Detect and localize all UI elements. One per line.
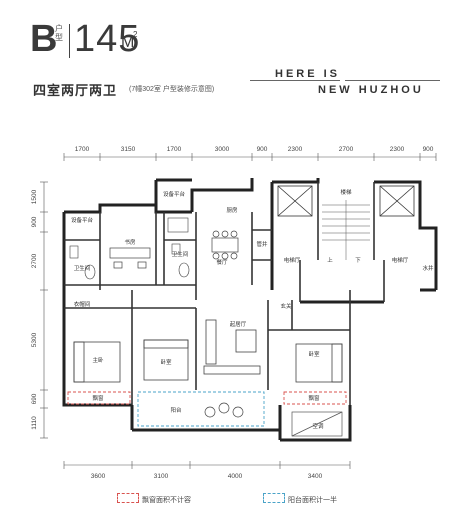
- living-sofa: [203, 319, 261, 375]
- dim-top-6: 2300: [288, 146, 303, 153]
- bed-right: [295, 343, 343, 383]
- label-kitchen: 厨房: [226, 206, 238, 214]
- label-stairwell: 楼梯: [340, 188, 352, 196]
- study-desk: [109, 247, 151, 269]
- brand-line-1: HERE IS: [275, 68, 341, 80]
- unit-type-letter: B: [30, 18, 57, 60]
- brand-rule-left: [250, 80, 340, 81]
- bay-window-right: [283, 391, 347, 405]
- label-ac-unit: 空调: [312, 422, 324, 430]
- stairwell-steps: [322, 200, 370, 260]
- label-down: 下: [355, 257, 361, 264]
- left-dimension-line: [40, 181, 48, 439]
- header-divider: [69, 24, 70, 58]
- interior-walls: [64, 182, 385, 405]
- label-bay-right: 飘窗: [308, 394, 320, 402]
- dim-top-3: 1700: [167, 146, 182, 153]
- dim-left-3: 2700: [31, 253, 38, 268]
- label-bath-left: 卫生间: [74, 264, 91, 272]
- label-shaft-right: 水井: [422, 264, 434, 272]
- label-bath-center: 卫生间: [172, 250, 189, 258]
- brand-line-2: NEW HUZHOU: [318, 84, 424, 96]
- dim-left-2: 900: [31, 216, 38, 227]
- dim-top-1: 1700: [75, 146, 90, 153]
- bay-window-left: [67, 391, 131, 405]
- label-bay-left: 飘窗: [92, 394, 104, 402]
- dining-table: [211, 230, 239, 260]
- unit-type-label: 户型: [55, 24, 63, 42]
- elevator-left: [277, 185, 313, 217]
- top-dimension-line: [63, 153, 437, 161]
- legend-balcony-text: 阳台面积计一半: [288, 497, 337, 504]
- dim-bottom-3: 4000: [228, 473, 243, 480]
- label-master-bedroom: 主卧: [92, 356, 104, 364]
- dim-top-2: 3150: [121, 146, 136, 153]
- label-wardrobe: 衣帽间: [74, 300, 91, 308]
- brand-rule-right: [345, 80, 440, 81]
- bottom-dimension-line: [63, 461, 351, 469]
- dim-top-4: 3000: [215, 146, 230, 153]
- layout-note: (7幢302室 户型装修示意图): [129, 86, 215, 93]
- area-unit-superscript: 2: [133, 30, 138, 39]
- bed-middle: [143, 339, 189, 381]
- legend-balcony-swatch: [263, 493, 285, 503]
- dim-left-4: 5300: [31, 332, 38, 347]
- dim-left-6: 1110: [31, 416, 38, 430]
- label-bedroom-mid: 卧室: [160, 358, 172, 366]
- label-equipment-platform-left: 设备平台: [71, 216, 94, 224]
- area-unit: M: [121, 34, 135, 51]
- balcony-region: [137, 391, 265, 427]
- dim-bottom-4: 3400: [308, 473, 323, 480]
- elevator-right: [379, 185, 415, 217]
- master-bed: [73, 341, 121, 383]
- ac-platform: [291, 411, 343, 437]
- label-up: 上: [327, 256, 333, 264]
- layout-subtitle: 四室两厅两卫: [33, 83, 118, 98]
- area-number: 145: [74, 18, 141, 60]
- label-balcony: 阳台: [170, 406, 182, 414]
- walls: [62, 178, 438, 442]
- legend-bay-swatch: [117, 493, 139, 503]
- dim-top-7: 2700: [339, 146, 354, 153]
- label-bedroom-right: 卧室: [308, 350, 320, 358]
- label-elevator-hall-left: 电梯厅: [284, 256, 301, 264]
- dim-top-5: 900: [257, 146, 268, 153]
- legend-bay-text: 飘窗面积不计容: [142, 497, 191, 504]
- label-living: 起居厅: [230, 321, 247, 328]
- dim-bottom-1: 3600: [91, 473, 106, 480]
- label-dining: 餐厅: [216, 258, 228, 266]
- label-elevator-hall-right: 电梯厅: [392, 256, 409, 264]
- label-equipment-platform-top: 设备平台: [163, 190, 186, 198]
- dim-left-1: 1500: [31, 189, 38, 204]
- label-shaft-left: 管井: [256, 240, 268, 248]
- bath-fixtures: [69, 217, 190, 280]
- dim-top-9: 900: [423, 146, 434, 153]
- dim-bottom-2: 3100: [154, 473, 169, 480]
- balcony-chairs: [204, 402, 244, 418]
- dim-left-5: 690: [31, 393, 38, 404]
- dim-top-8: 2300: [390, 146, 405, 153]
- label-study: 书房: [124, 238, 136, 246]
- label-entrance: 玄关: [280, 302, 292, 310]
